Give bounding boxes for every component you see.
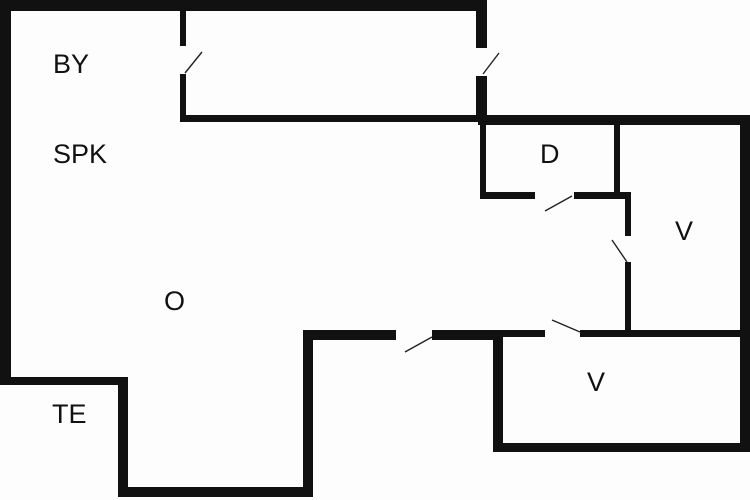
room-label-d: D: [540, 139, 560, 169]
door-swing: [551, 319, 581, 333]
doors: [184, 51, 628, 353]
room-label-te: TE: [52, 399, 87, 429]
room-label-o: O: [164, 286, 185, 316]
door-swing: [184, 51, 203, 74]
door-swing: [611, 239, 628, 263]
room-label-v: V: [587, 367, 605, 397]
door-swing: [544, 195, 573, 212]
room-label-v: V: [675, 216, 693, 246]
door-swing: [482, 52, 500, 75]
room-label-by: BY: [53, 49, 89, 79]
room-label-spk: SPK: [53, 139, 107, 169]
door-swing: [404, 336, 433, 353]
